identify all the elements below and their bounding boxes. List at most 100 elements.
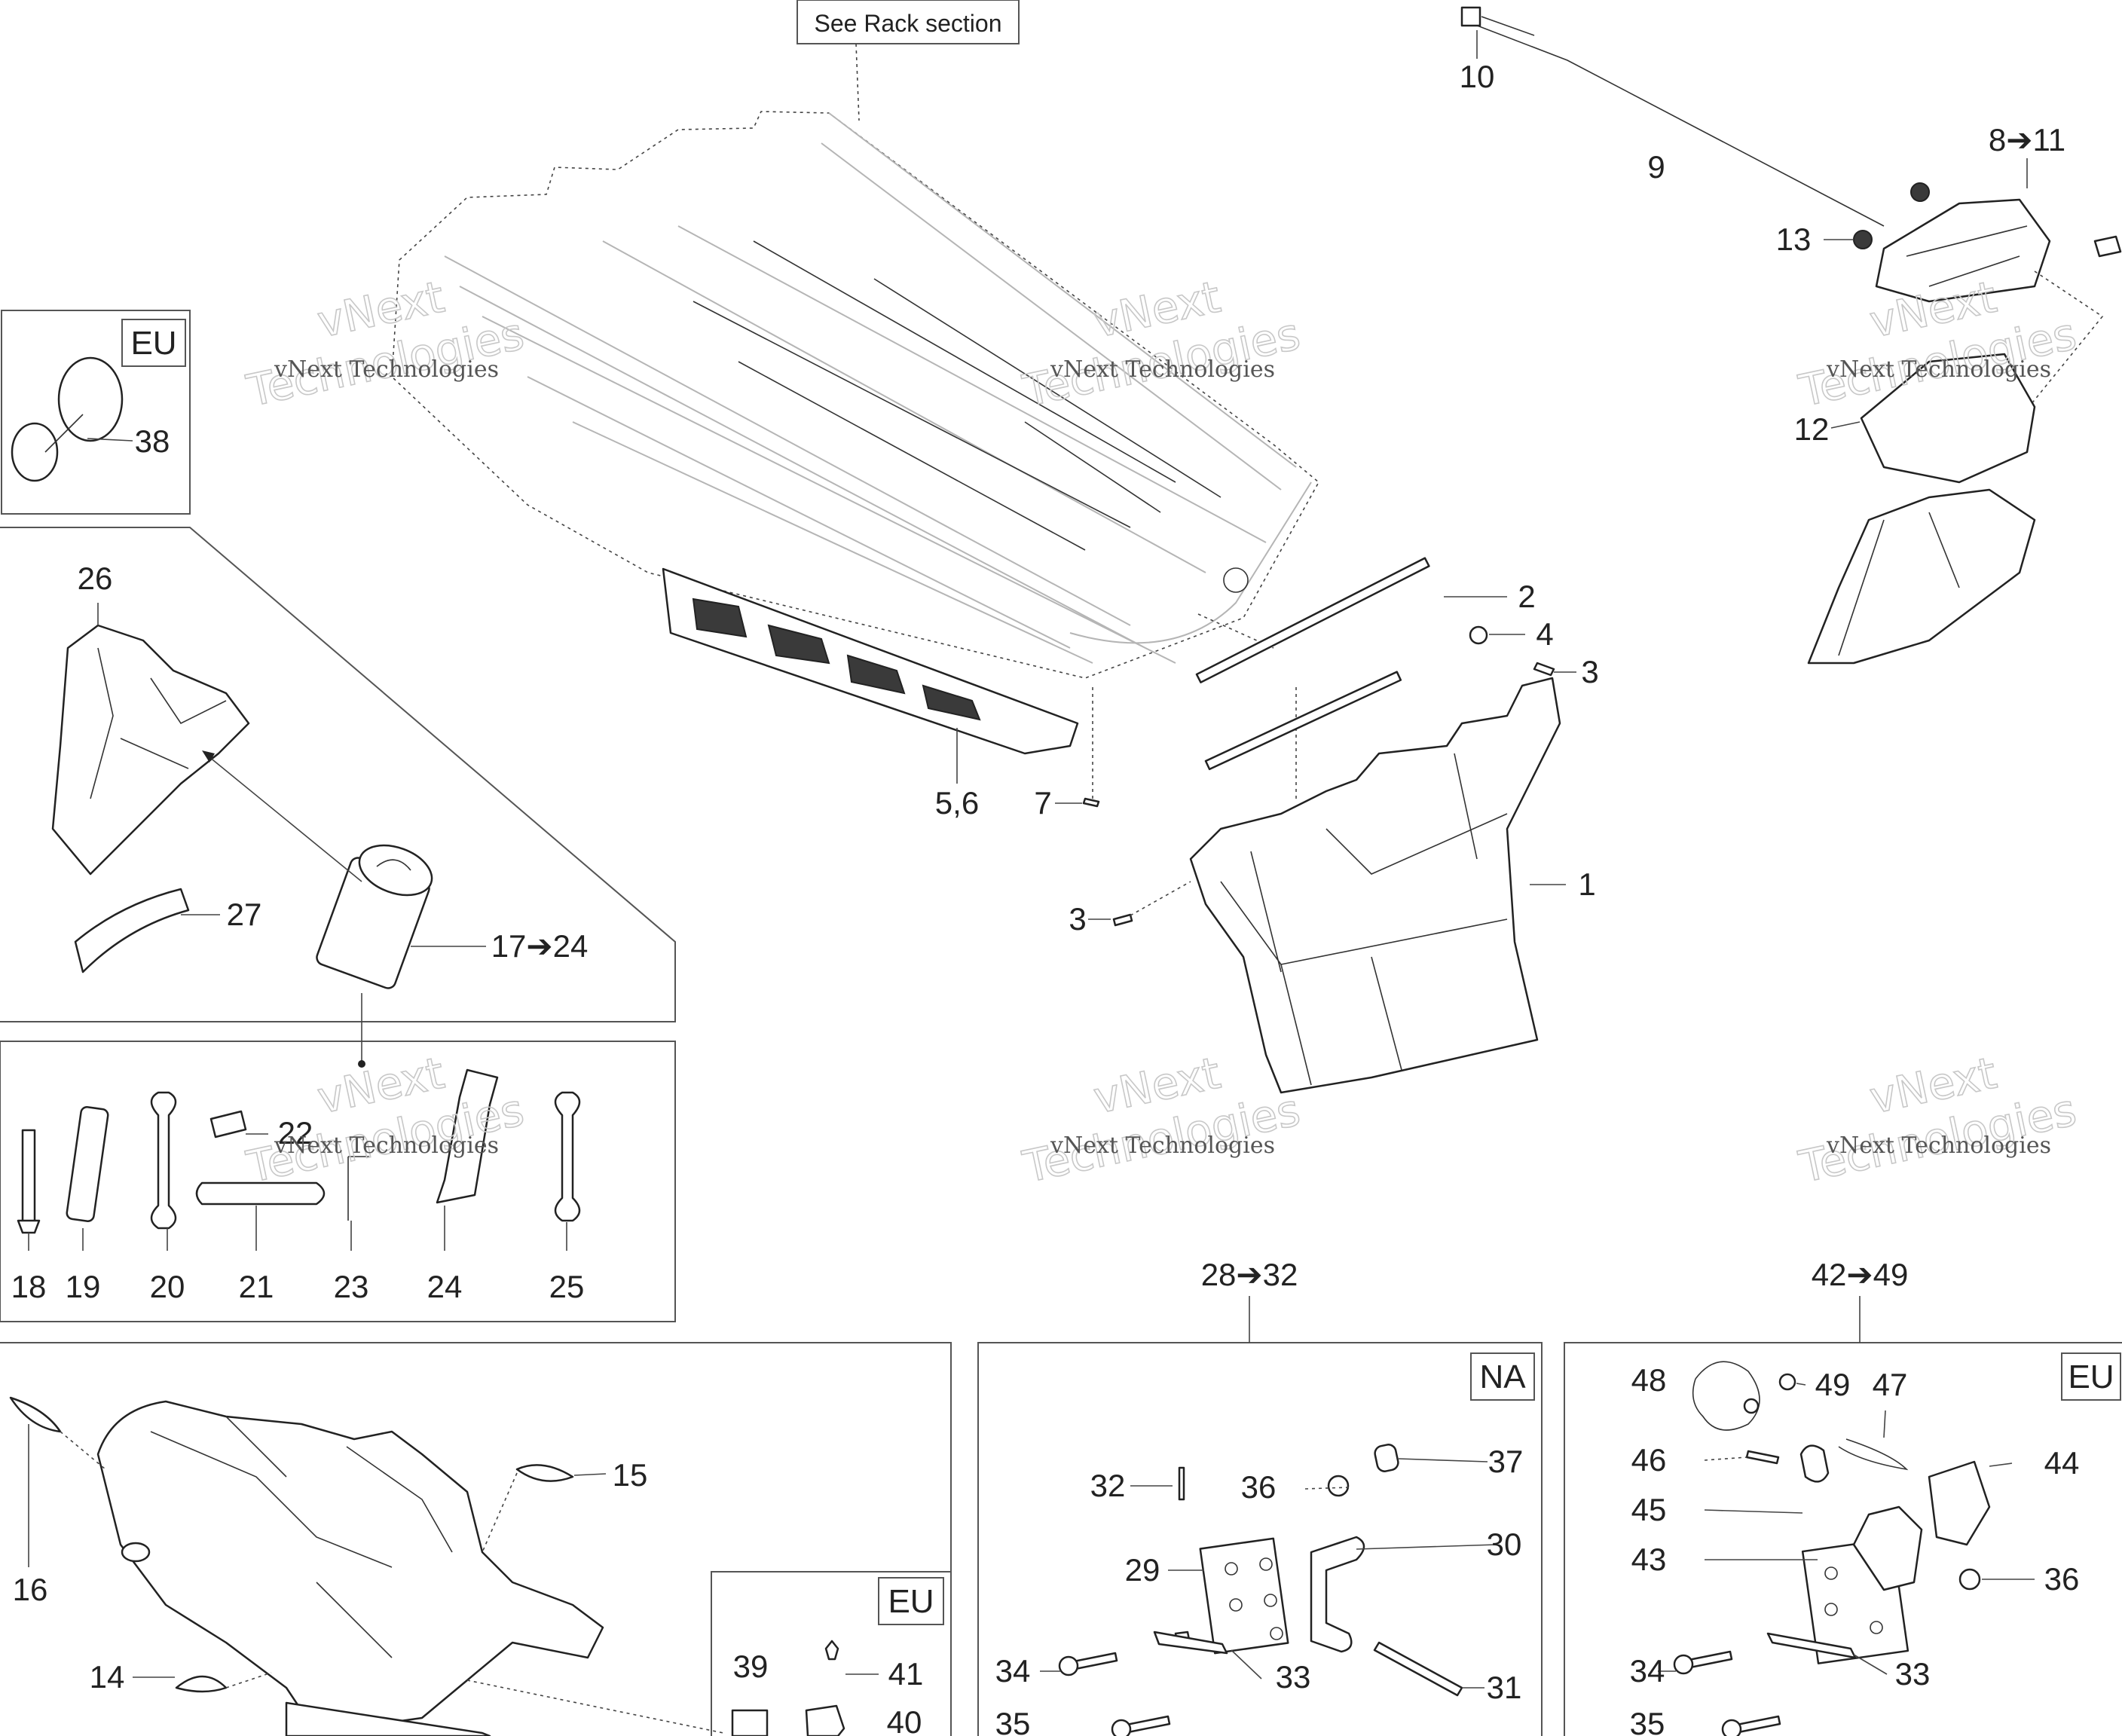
part-20-wrench	[150, 1091, 177, 1230]
part-33-cover	[1153, 1631, 1228, 1655]
part-18-screwdriver	[17, 1129, 41, 1234]
watermark-6: vNext Technologies vNext Technologies	[1794, 1047, 2081, 1194]
part-47-clip	[1838, 1438, 1909, 1471]
plate-hole-2	[1259, 1557, 1273, 1571]
watermark-3-line1: vNext Technologies	[1826, 356, 2051, 383]
part-3-screw-a	[1533, 662, 1555, 677]
part-43-bracket	[1852, 1505, 1923, 1591]
na-tag-box	[1470, 1352, 1535, 1401]
snowmobile-reflectors	[9, 1396, 845, 1736]
part-29-plate	[1199, 1537, 1289, 1655]
watermark-5: vNext Technologies vNext Technologies	[1018, 1047, 1305, 1194]
rack-slots	[693, 240, 1222, 551]
label-part-36-b: 36	[2044, 1561, 2080, 1597]
bolt-35-head	[1111, 1719, 1132, 1736]
part-49-nut	[1778, 1373, 1796, 1391]
rack-knob	[1223, 567, 1249, 593]
part-10-spring	[1481, 16, 1535, 36]
leader-45	[1704, 1509, 1803, 1514]
roll-arrow-head	[202, 750, 215, 763]
label-part-32: 32	[1090, 1468, 1126, 1503]
watermark-1: vNext Technologies vNext Technologies	[242, 270, 529, 417]
eu-tag-box-1	[121, 319, 186, 367]
label-part-34-a: 34	[995, 1653, 1031, 1689]
part-38-mirror-face	[11, 422, 59, 482]
roll-spiral	[376, 859, 411, 871]
label-part-22: 22	[278, 1115, 313, 1151]
part-30-bracket	[1310, 1536, 1365, 1653]
label-part-1: 1	[1578, 866, 1595, 902]
lamp-leader	[2004, 270, 2104, 438]
plate-hole-4	[1264, 1594, 1277, 1607]
label-part-16: 16	[13, 1572, 48, 1607]
part-45-spring	[1799, 1444, 1830, 1483]
part-36-eu-nut	[1958, 1568, 1981, 1591]
part-25-wrench	[554, 1091, 581, 1222]
label-part-23: 23	[334, 1269, 369, 1304]
eu-tag-3: EU	[2068, 1359, 2114, 1395]
label-part-27: 27	[227, 897, 262, 932]
rack-bracket	[1069, 481, 1312, 644]
part-4-washer	[1469, 625, 1488, 645]
watermark-5-line1: vNext Technologies	[1050, 1132, 1275, 1159]
na-hitch-frame	[977, 1342, 1543, 1736]
part-8-11-lamp	[1875, 198, 2051, 303]
label-part-18: 18	[11, 1269, 47, 1304]
eu-plate-hole-2	[1824, 1603, 1838, 1616]
part-24-spanner	[436, 1068, 499, 1204]
part-26-bag	[51, 624, 250, 876]
watermark-4-line1: vNext Technologies	[274, 1132, 499, 1159]
leader-37	[1398, 1458, 1488, 1462]
screw-b-leader	[1130, 881, 1191, 916]
label-part-30: 30	[1487, 1527, 1522, 1562]
panel-cutout-1	[692, 598, 748, 638]
part-3-screw-b	[1112, 913, 1133, 927]
label-part-19: 19	[66, 1269, 101, 1304]
label-part-9: 9	[1647, 149, 1665, 185]
reflector-leaders	[60, 1431, 724, 1734]
tail-light-assembly	[1460, 6, 2122, 665]
snowmobile-body	[96, 1400, 604, 1734]
part-44-block	[1928, 1460, 1991, 1546]
watermark-4: vNext Technologies vNext Technologies	[242, 1047, 529, 1194]
part-13-nut	[1853, 230, 1873, 249]
na-tag: NA	[1479, 1359, 1526, 1395]
region-tags: EU NA EU EU	[121, 319, 2121, 1625]
label-part-48: 48	[1631, 1362, 1667, 1398]
label-part-40: 40	[887, 1704, 922, 1736]
see-rack-label: See Rack section	[814, 10, 1001, 37]
part-12-housing	[1860, 353, 2036, 484]
part-23-hex-key	[347, 1156, 369, 1221]
label-part-15: 15	[613, 1457, 648, 1493]
part-16-reflector	[9, 1396, 62, 1433]
panel-cutout-4	[922, 684, 981, 721]
label-part-8-11: 8➔11	[1989, 122, 2065, 157]
label-part-37: 37	[1488, 1444, 1524, 1479]
rack-rails-2	[602, 112, 1297, 573]
label-part-2: 2	[1518, 579, 1535, 614]
watermark-1-line1: vNext Technologies	[274, 356, 499, 383]
part-15-reflector	[515, 1464, 574, 1482]
bolt-34-head	[1058, 1655, 1079, 1676]
eu-tag-1: EU	[130, 325, 176, 362]
tool-kit-frame	[0, 527, 676, 1022]
bag-contours	[90, 647, 227, 799]
part-1-flap-body	[1189, 677, 1561, 1094]
label-part-21: 21	[239, 1269, 274, 1304]
label-part-7: 7	[1034, 785, 1051, 821]
label-part-29: 29	[1125, 1552, 1160, 1588]
part-38-mirror-back	[57, 356, 124, 442]
part-14-reflector	[175, 1675, 228, 1693]
label-part-4: 4	[1536, 616, 1553, 652]
label-part-17-24: 17➔24	[491, 928, 589, 964]
eu-tag-2: EU	[888, 1583, 934, 1620]
roll-end	[358, 844, 433, 897]
label-part-14: 14	[90, 1659, 125, 1695]
part-2-strip	[1195, 557, 1430, 683]
eu-mirror-frame	[1, 310, 191, 515]
label-part-35-a: 35	[995, 1706, 1031, 1736]
leader-15	[573, 1473, 607, 1476]
label-part-24: 24	[427, 1269, 463, 1304]
mud-flap-assembly	[1112, 557, 1561, 1094]
snowmobile-ski	[285, 1701, 491, 1736]
